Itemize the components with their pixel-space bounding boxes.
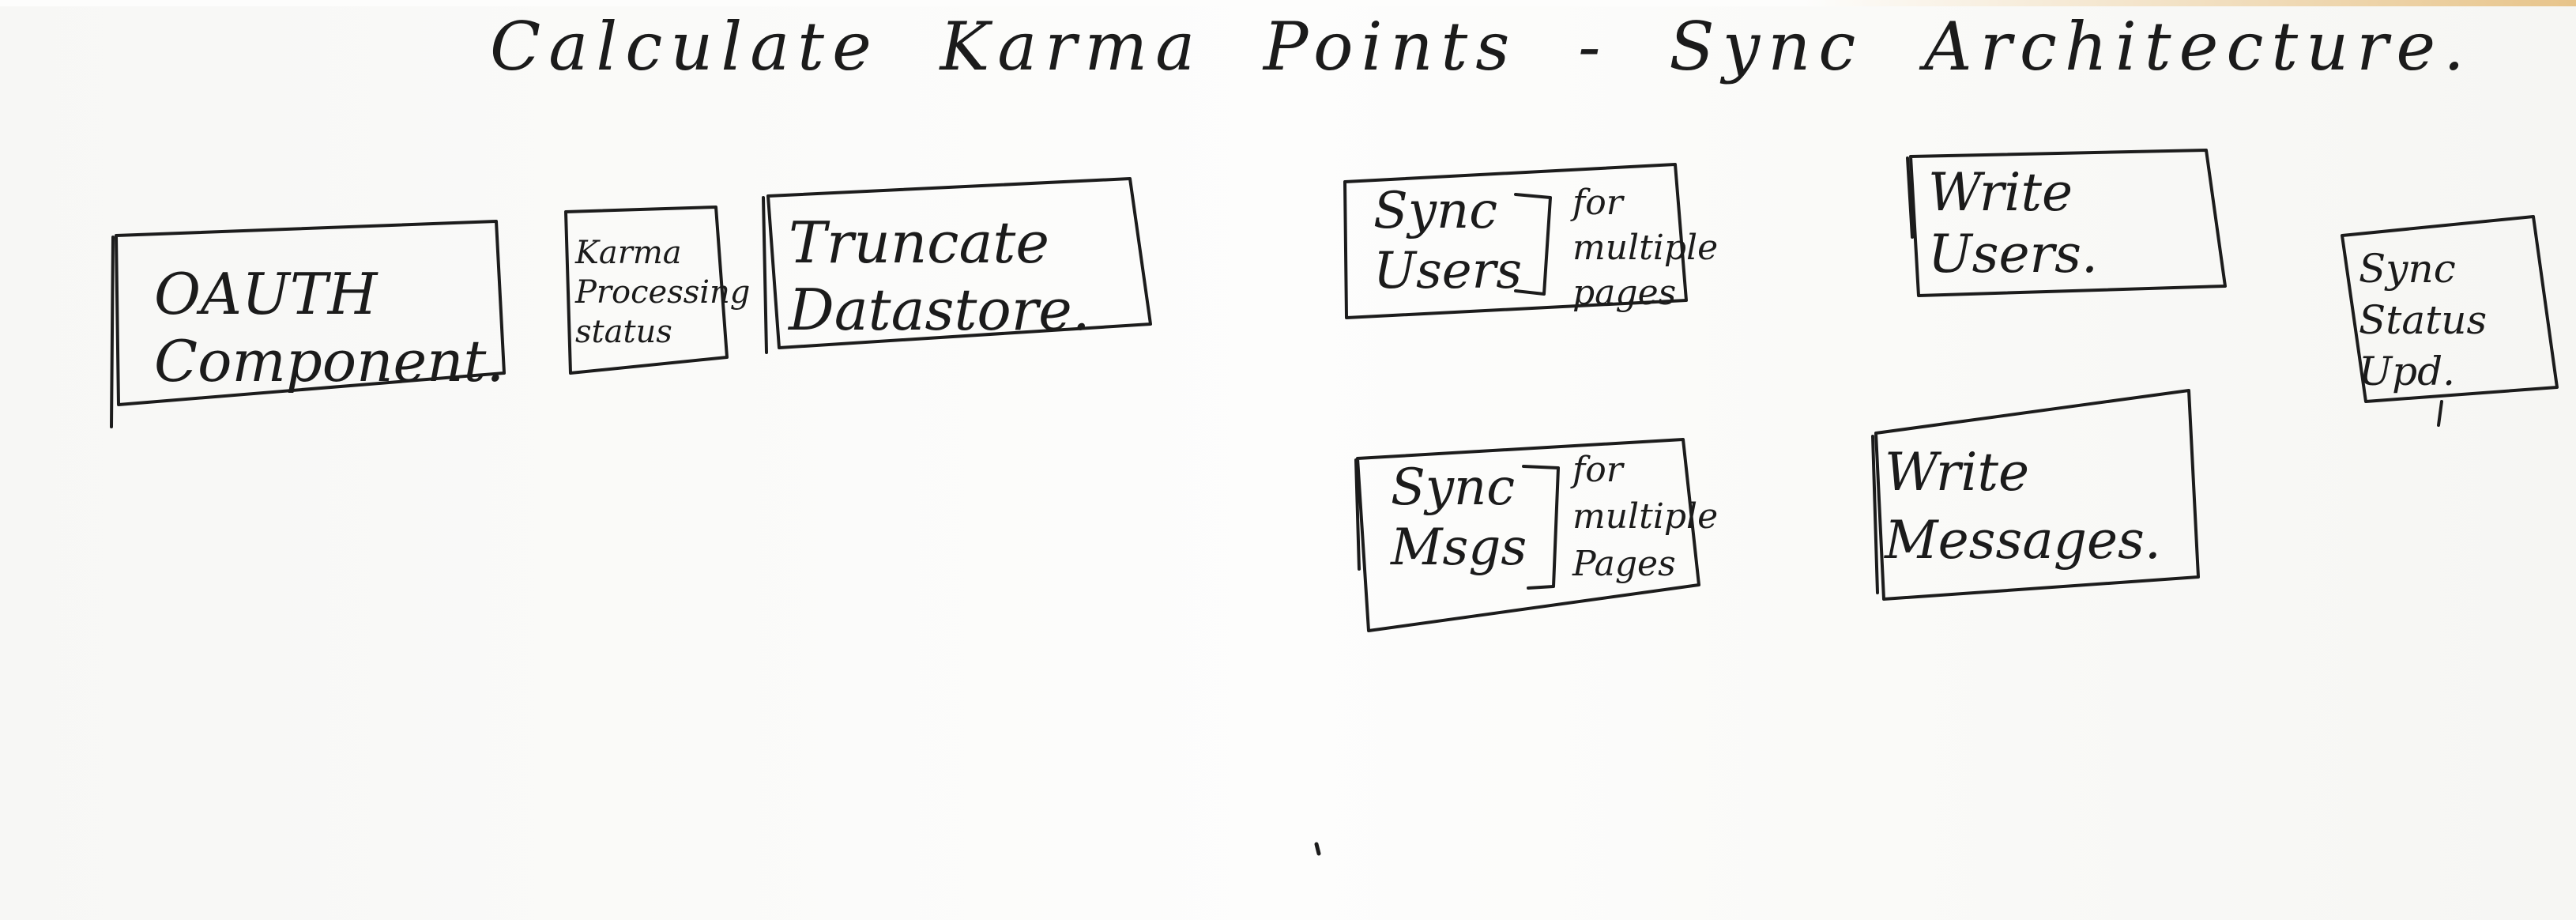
sync-users-label: Sync Users bbox=[1373, 182, 1523, 300]
paper-top-edge bbox=[0, 0, 2576, 6]
sync-users-bracket bbox=[1514, 193, 1552, 296]
sync-msgs-box bbox=[1354, 438, 1700, 632]
write-users-box bbox=[1906, 149, 2227, 297]
sync-msgs-label: Sync Msgs bbox=[1391, 458, 1527, 577]
karma-processing-status-label: Karma Processing status bbox=[575, 235, 751, 350]
karma-status-box bbox=[564, 205, 729, 375]
sync-users-box bbox=[1343, 163, 1688, 319]
diagram-title: Calculate Karma Points - Sync Architectu… bbox=[490, 8, 2472, 85]
sync-status-label: Sync Status Upd. bbox=[2359, 246, 2487, 394]
stray-ink-dot bbox=[1314, 842, 1321, 856]
sync-status-tick bbox=[2437, 400, 2443, 427]
write-users-label: Write Users. bbox=[1928, 162, 2098, 285]
sync-msgs-bracket bbox=[1522, 465, 1560, 590]
sync-users-note: for multiple pages bbox=[1572, 183, 1719, 314]
truncate-datastore-box bbox=[762, 177, 1152, 354]
truncate-datastore-label: Truncate Datastore. bbox=[789, 209, 1090, 343]
sync-status-box bbox=[2341, 215, 2559, 403]
write-messages-box bbox=[1871, 389, 2200, 601]
oauth-component-label: OAUTH Component. bbox=[154, 261, 505, 394]
write-messages-label: Write Messages. bbox=[1885, 442, 2161, 571]
oauth-box bbox=[110, 220, 506, 428]
sync-msgs-note: for multiple Pages bbox=[1572, 450, 1719, 584]
